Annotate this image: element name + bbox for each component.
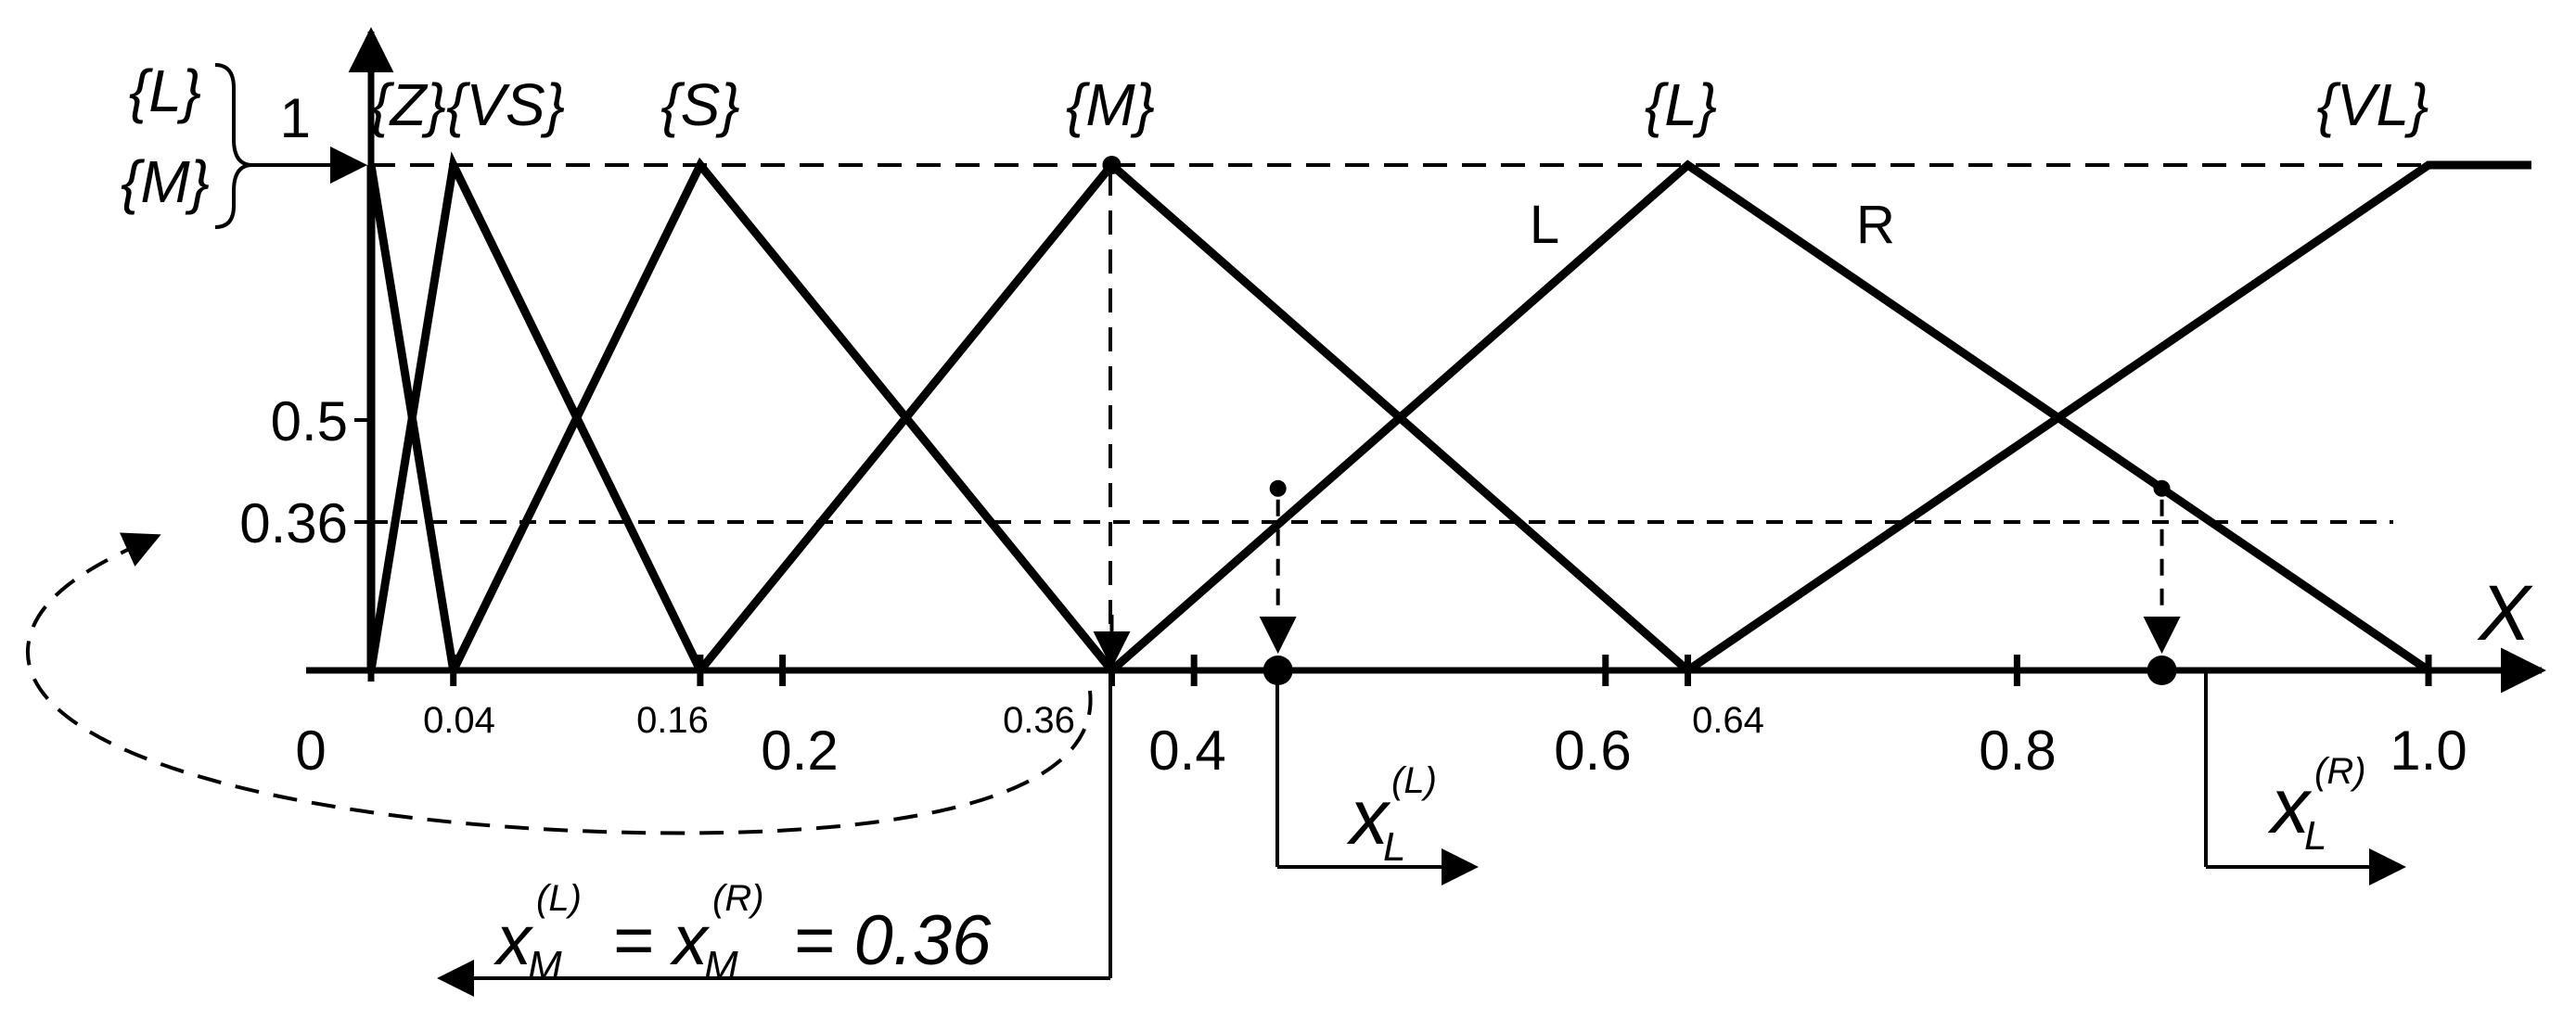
x-tick-label-0-2: 0.2 [761, 720, 838, 782]
set-label-s: {S} [660, 71, 739, 138]
equation-sup-right: (R) [712, 878, 764, 919]
set-label-z: {Z} [370, 71, 446, 138]
x-tick-label-0-16: 0.16 [636, 700, 709, 741]
side-label-l: L [1530, 195, 1559, 255]
side-label-r: R [1856, 195, 1895, 255]
peak-point-m [1102, 156, 1121, 174]
set-label-vs: {VS} [446, 71, 565, 138]
x-tick-label-1-0: 1.0 [2390, 720, 2467, 782]
x-tick-label-0-6: 0.6 [1554, 720, 1631, 782]
curved-dashed-arrow [25, 532, 1093, 835]
xl-left-sup: (L) [1391, 760, 1437, 801]
intersection-markers [1093, 156, 2181, 685]
membership-vl [1685, 160, 2531, 674]
set-label-l: {L} [1645, 71, 1717, 138]
x-tick-label-0-8: 0.8 [1979, 720, 2056, 782]
x-tick-label-0: 0 [295, 720, 326, 782]
brace-label-top: {L} [129, 57, 201, 124]
set-label-m: {M} [1066, 71, 1155, 138]
alpha-cut-point-right [2153, 479, 2171, 497]
y-tick-label-0-36: 0.36 [239, 492, 348, 554]
x-axis-label: X [2477, 569, 2533, 656]
membership-l [1109, 159, 2431, 674]
y-tick-label-0-5: 0.5 [271, 390, 348, 452]
x-tick-label-0-04: 0.04 [423, 700, 495, 741]
equation-xm-right: xM [669, 901, 738, 988]
alpha-cut-point-left [1269, 479, 1287, 497]
membership-vs [366, 151, 704, 672]
equation-xm-left: xM [493, 901, 562, 988]
set-label-vl: {VL} [2316, 71, 2429, 138]
membership-functions [366, 151, 2531, 674]
equation-value: = 0.36 [793, 901, 992, 980]
x-tick-label-0-4: 0.4 [1148, 720, 1225, 782]
xl-right-label: xL [2267, 762, 2326, 859]
membership-z [366, 164, 458, 671]
x-tick-label-0-36: 0.36 [1003, 700, 1075, 741]
y-tick-label-1: 1 [280, 87, 311, 149]
xl-right-sup: (R) [2314, 751, 2366, 792]
xl-left-label: xL [1346, 773, 1405, 870]
brace-icon [214, 63, 253, 229]
membership-s [449, 157, 1115, 673]
x-tick-label-0-64: 0.64 [1692, 700, 1764, 741]
brace-label-bottom: {M} [121, 148, 210, 215]
equation-sup-left: (L) [536, 878, 582, 919]
equation-equals: = [612, 901, 653, 980]
axis-point-xl-right [2147, 656, 2177, 685]
